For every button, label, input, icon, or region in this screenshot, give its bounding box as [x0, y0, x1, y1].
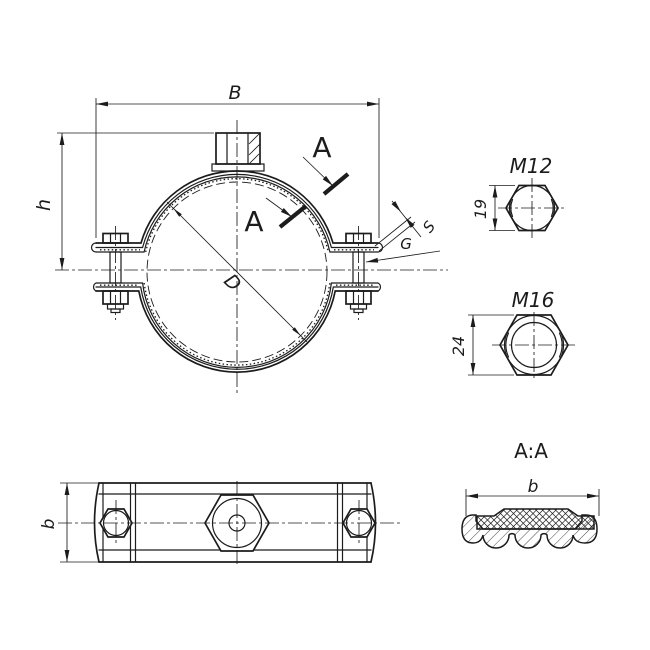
- rubber-liner-lower: [143, 282, 331, 366]
- front-view: B h D A A S: [33, 82, 448, 395]
- rubber-profile-section: [461, 514, 598, 549]
- topview-axes: [115, 481, 360, 565]
- dim-h: h: [33, 132, 214, 270]
- dim-B-label: B: [228, 82, 241, 104]
- section-cut-marks: A A: [244, 131, 350, 238]
- m12-height-label: 19: [471, 199, 490, 219]
- m16-dim-24: 24: [449, 314, 514, 376]
- left-bolt: [102, 232, 129, 314]
- topview-dim-b: b: [39, 482, 99, 563]
- thread-G-label: G: [400, 235, 412, 253]
- topview-b-label: b: [39, 519, 59, 530]
- dim-B: B: [95, 82, 380, 238]
- m16-crosshair: [492, 312, 576, 380]
- rubber-liner-upper: [145, 178, 329, 253]
- m12-label: M12: [510, 154, 553, 178]
- m12-nut-view: M12 19: [471, 154, 566, 240]
- m12-dim-19: 19: [471, 185, 515, 231]
- right-bolt: [345, 232, 372, 314]
- section-b-label: b: [528, 477, 539, 497]
- m16-nut-view: M16 24: [449, 288, 576, 380]
- section-mark-A-upper: A: [312, 131, 331, 164]
- cut-stroke-upper: [322, 172, 350, 196]
- dim-h-label: h: [33, 199, 55, 211]
- section-view: A:A b: [461, 439, 600, 549]
- boss-hatch: [248, 132, 261, 165]
- m16-height-label: 24: [449, 336, 468, 356]
- dim-D-label: D: [219, 270, 245, 296]
- thickness-S-label: S: [419, 217, 439, 236]
- section-dim-b: b: [465, 477, 600, 516]
- band-strip-section: [476, 508, 595, 530]
- top-view: b: [39, 481, 402, 565]
- rubber-flange-edges: [100, 249, 374, 286]
- m16-label: M16: [512, 288, 555, 312]
- clamp-band-lower: [92, 282, 382, 373]
- mount-boss: [211, 132, 265, 172]
- m12-crosshair: [498, 178, 566, 240]
- section-title: A:A: [514, 439, 548, 463]
- pipe-outline: [146, 181, 328, 363]
- thread-G: G: [365, 235, 441, 263]
- section-mark-A-lower: A: [244, 205, 263, 238]
- cut-stroke-lower: [278, 204, 308, 229]
- band-edges: [98, 482, 372, 563]
